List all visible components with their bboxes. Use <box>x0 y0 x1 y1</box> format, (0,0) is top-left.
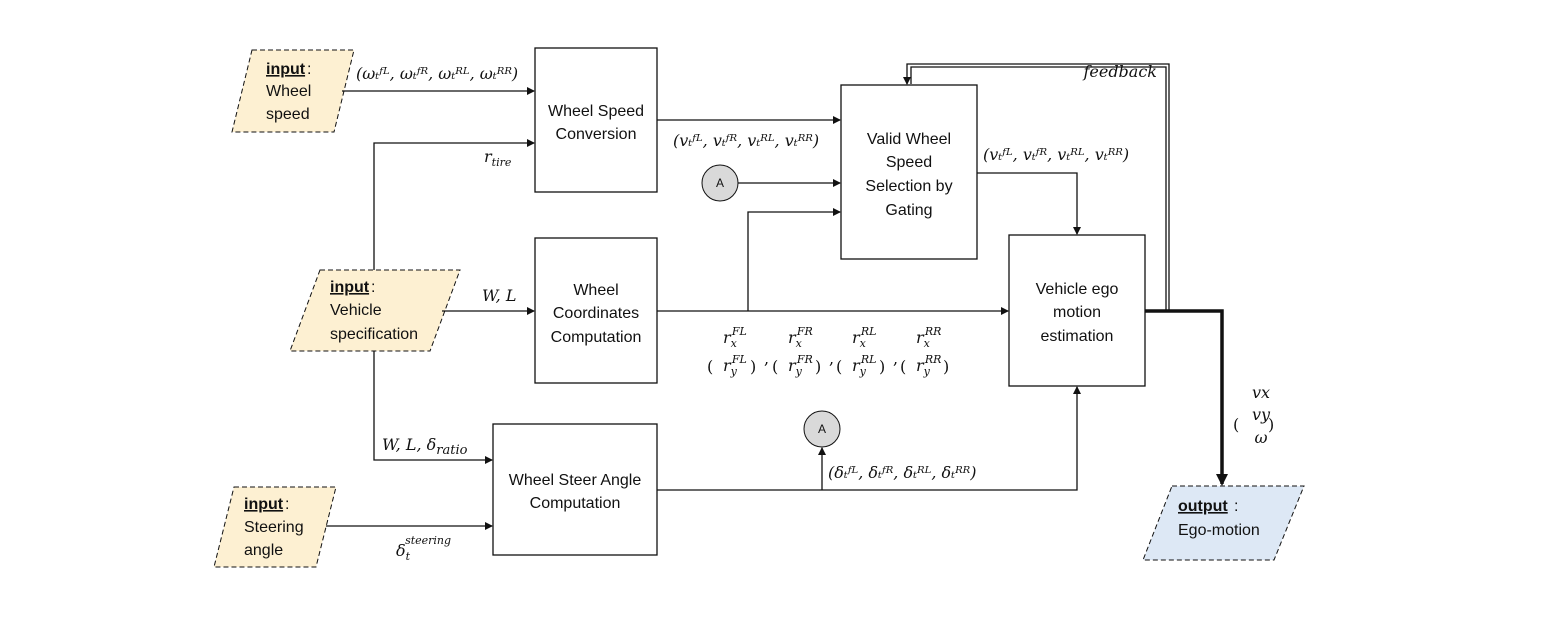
feedback-line-outer <box>903 63 1170 311</box>
r-x: rxRL <box>852 325 876 350</box>
r-coord-rr: ( rxRR ryRR ) <box>900 325 949 378</box>
omega-vector-label: (ωₜᶠᴸ, ωₜᶠᴿ, ωₜᴿᴸ, ωₜᴿᴿ) <box>356 64 518 83</box>
colon: : <box>371 279 375 296</box>
comma: , <box>893 349 898 368</box>
r-tire-label: rtire <box>484 147 512 169</box>
paren-left: ( <box>707 357 713 376</box>
box-line: Speed <box>886 154 932 171</box>
arrow-valid-to-ego <box>977 172 1081 235</box>
v-vector-label-2: (vₜᶠᴸ, vₜᶠᴿ, vₜᴿᴸ, vₜᴿᴿ) <box>983 145 1129 164</box>
box-wheel-coordinates: Wheel Coordinates Computation <box>534 237 658 384</box>
connector-label: A <box>818 422 826 436</box>
box-line: Valid Wheel <box>867 131 951 148</box>
r-y: ryRL <box>852 353 876 378</box>
arrow-output <box>1145 309 1228 486</box>
connector-label: A <box>716 176 724 190</box>
box-line: Wheel <box>573 282 618 299</box>
box-line: Vehicle ego <box>1036 281 1119 298</box>
box-line: Computation <box>530 495 621 512</box>
colon: : <box>307 61 311 78</box>
wl-label: W, L <box>482 286 516 305</box>
box-wheel-steer-angle: Wheel Steer Angle Computation <box>492 423 658 556</box>
paren-left: ( <box>772 357 778 376</box>
out-vx: vx <box>1252 383 1270 402</box>
input-line: angle <box>244 542 283 559</box>
box-wheel-speed-conversion: Wheel Speed Conversion <box>534 47 658 193</box>
feedback-line-inner <box>910 66 1167 311</box>
input-wheel-speed: input : Wheel speed <box>231 49 355 133</box>
input-label: input <box>266 61 306 78</box>
r-x: rxFL <box>723 325 747 350</box>
arrow-wl-ratio <box>373 351 493 464</box>
connector-a-bottom: A <box>803 410 841 448</box>
r-y: ryFL <box>723 353 747 378</box>
output-label: output <box>1178 498 1228 515</box>
connector-a-top: A <box>701 164 739 202</box>
input-steering: input : Steering angle <box>213 486 337 568</box>
comma: , <box>829 349 834 368</box>
colon: : <box>285 496 289 513</box>
r-coord-rl: ( rxRL ryRL ) , <box>836 325 898 378</box>
box-line: Wheel Steer Angle <box>509 472 642 489</box>
input-label: input <box>330 279 370 296</box>
paren-left: ( <box>836 357 842 376</box>
arrow-r-tire <box>373 139 535 270</box>
output-vector: ( vx vy ω ) <box>1233 383 1274 447</box>
box-line: motion <box>1053 304 1101 321</box>
box-ego-motion-estimation: Vehicle ego motion estimation <box>1008 234 1146 387</box>
comma: , <box>764 349 769 368</box>
paren-right: ) <box>1268 415 1274 434</box>
paren-right: ) <box>750 357 756 376</box>
v-vector-label-1: (vₜᶠᴸ, vₜᶠᴿ, vₜᴿᴸ, vₜᴿᴿ) <box>673 131 819 150</box>
input-vehicle-spec: input : Vehicle specification <box>289 269 461 352</box>
r-coordinates-group: ( rxFL ryFL ) , ( rxFR ryFR ) , ( rxRL r… <box>707 325 949 378</box>
input-label: input <box>244 496 284 513</box>
input-line: Steering <box>244 519 304 536</box>
output-line: Ego-motion <box>1178 522 1260 539</box>
arrow-coords-branch <box>747 208 841 311</box>
paren-right: ) <box>879 357 885 376</box>
r-coord-fl: ( rxFL ryFL ) , <box>707 325 769 378</box>
output-ego-motion: output : Ego-motion <box>1142 485 1305 561</box>
arrows <box>326 63 1170 530</box>
input-line: speed <box>266 106 310 123</box>
paren-left: ( <box>900 357 906 376</box>
delta-steering-label: δtsteering <box>396 534 451 563</box>
box-line: Selection by <box>865 178 952 195</box>
feedback-label: feedback <box>1082 62 1157 81</box>
box-line: estimation <box>1041 328 1114 345</box>
wl-ratio-label: W, L, δratio <box>382 435 468 458</box>
box-line: Coordinates <box>553 305 639 322</box>
box-line: Computation <box>551 329 642 346</box>
delta-vector-label: (δₜᶠᴸ, δₜᶠᴿ, δₜᴿᴸ, δₜᴿᴿ) <box>828 463 976 482</box>
r-y: ryRR <box>916 353 941 378</box>
r-x: rxFR <box>788 325 813 350</box>
paren-left: ( <box>1233 415 1239 434</box>
input-line: Wheel <box>266 83 311 100</box>
out-omega: ω <box>1254 428 1267 447</box>
arrow-steer-to-ego <box>657 386 1081 491</box>
paren-right: ) <box>815 357 821 376</box>
box-line: Gating <box>885 202 932 219</box>
out-vy: vy <box>1252 405 1271 424</box>
paren-right: ) <box>943 357 949 376</box>
r-y: ryFR <box>788 353 813 378</box>
box-line: Wheel Speed <box>548 103 644 120</box>
colon: : <box>1234 498 1238 515</box>
box-line: Conversion <box>556 126 637 143</box>
r-coord-fr: ( rxFR ryFR ) , <box>772 325 834 378</box>
r-x: rxRR <box>916 325 941 350</box>
box-valid-wheel-speed: Valid Wheel Speed Selection by Gating <box>840 84 978 260</box>
input-line: specification <box>330 326 418 343</box>
input-line: Vehicle <box>330 302 382 319</box>
